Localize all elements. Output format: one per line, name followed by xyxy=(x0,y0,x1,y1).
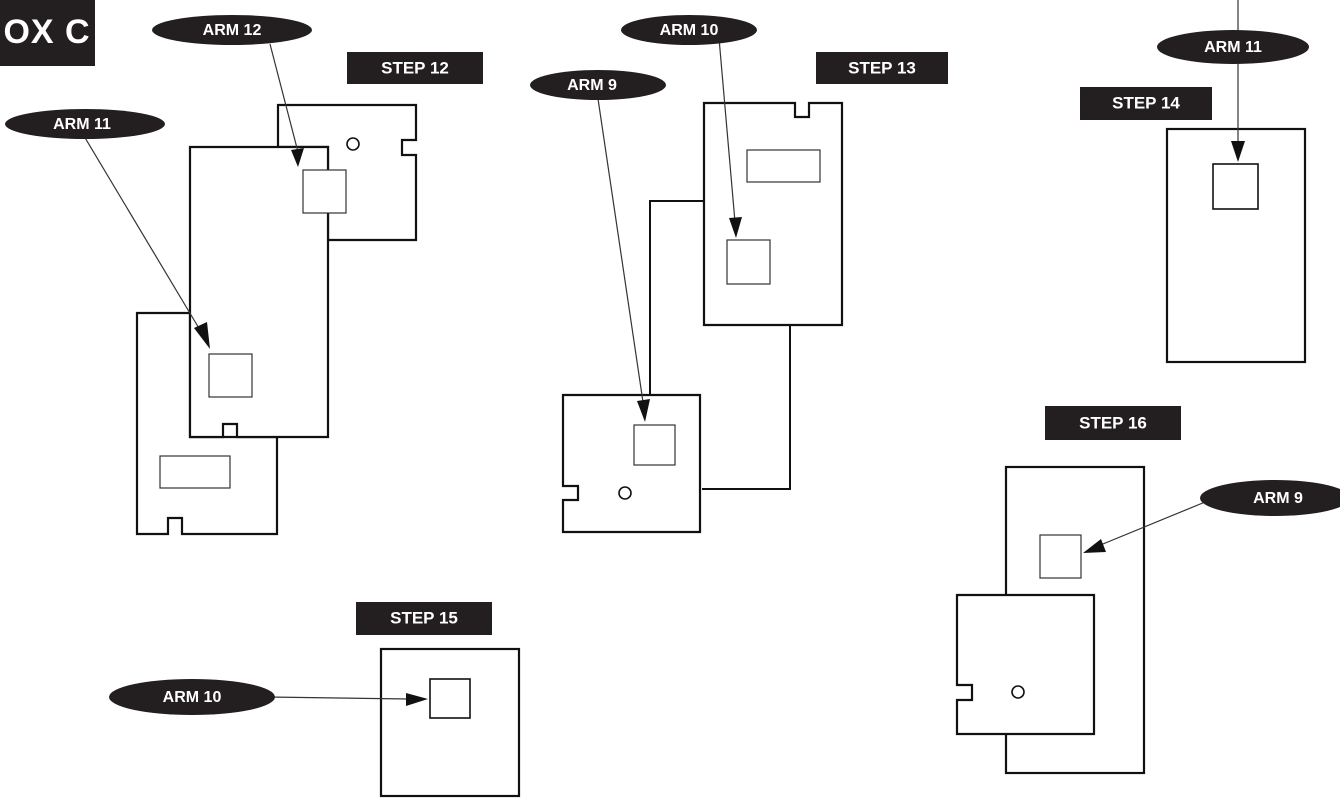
step-14-label-background xyxy=(1080,87,1212,120)
step-16-group: STEP 16 ARM 9 xyxy=(955,406,1340,775)
step-16-arm9-module xyxy=(1039,534,1082,579)
step-12-arm12-leader xyxy=(269,43,299,153)
step-13-arm10-label: ARM 10 xyxy=(660,22,719,39)
step-16-front-board-hole xyxy=(1011,685,1025,699)
step-15-group: STEP 15 ARM 10 xyxy=(109,602,521,798)
step-15-label-background xyxy=(356,602,492,635)
step-12-group: STEP 12 ARM 12 ARM 11 xyxy=(5,15,483,536)
step-16-arm9-arrow xyxy=(1083,539,1106,553)
step-13-arm9-badge xyxy=(530,70,666,100)
step-12-label: STEP 12 xyxy=(381,58,449,77)
step-12-arm11-badge xyxy=(5,109,165,139)
step-16-arm9-label: ARM 9 xyxy=(1253,490,1303,507)
step-12-arm12-arrow xyxy=(291,148,304,167)
step-13-arm10-badge xyxy=(621,15,757,45)
step-13-arm9-module xyxy=(633,424,676,466)
step-13-lower-board xyxy=(561,393,702,534)
step-13-group: STEP 13 ARM 10 ARM 9 xyxy=(530,15,948,534)
step-14-arm11-label: ARM 11 xyxy=(1204,39,1262,56)
step-16-arm9-leader xyxy=(1097,499,1211,547)
step-12-arm12-badge xyxy=(152,15,312,45)
step-13-arm10-arrow xyxy=(729,217,742,238)
step-16-front-board xyxy=(955,593,1096,736)
step-12-lower-board-slot xyxy=(159,455,231,489)
step-15-label: STEP 15 xyxy=(390,608,458,627)
step-16-label-background xyxy=(1045,406,1181,440)
step-12-arm11-label: ARM 11 xyxy=(53,116,111,133)
step-13-arm9-leader xyxy=(596,91,644,403)
step-13-cable-right xyxy=(702,325,791,490)
step-12-arm11-arrow xyxy=(194,322,210,349)
step-13-label-background xyxy=(816,52,948,84)
step-15-arm10-arrow xyxy=(406,693,428,706)
step-15-arm10-module xyxy=(429,678,471,719)
step-12-arm11-leader xyxy=(77,125,201,331)
box-title-background xyxy=(0,0,95,66)
step-14-label: STEP 14 xyxy=(1112,93,1180,112)
step-14-group: STEP 14 ARM 11 xyxy=(1080,0,1309,364)
step-13-label: STEP 13 xyxy=(848,58,916,77)
step-12-arm12-label: ARM 12 xyxy=(203,22,262,39)
step-15-arm10-label: ARM 10 xyxy=(163,689,222,706)
step-15-arm10-leader xyxy=(267,696,411,700)
step-12-arm11-module xyxy=(208,353,253,398)
step-12-upper-board-hole xyxy=(346,137,360,151)
step-13-arm10-leader xyxy=(718,37,736,223)
step-14-arm11-badge xyxy=(1157,30,1309,64)
step-16-arm9-badge xyxy=(1200,480,1340,516)
step-12-arm12-module xyxy=(302,169,347,214)
step-15-arm10-badge xyxy=(109,679,275,715)
step-13-arm9-label: ARM 9 xyxy=(567,77,617,94)
box-title-text: OX C xyxy=(3,13,90,51)
step-14-arm11-arrow xyxy=(1231,141,1245,162)
box-title-badge: OX C xyxy=(0,0,95,66)
step-13-arm9-arrow xyxy=(637,399,650,422)
step-15-board xyxy=(379,647,521,798)
step-13-cable-left xyxy=(649,200,704,395)
step-14-arm11-module xyxy=(1212,163,1259,210)
step-13-upper-board-slot xyxy=(746,149,821,183)
step-16-label: STEP 16 xyxy=(1079,413,1147,432)
step-13-arm10-module xyxy=(726,239,771,285)
step-13-upper-board xyxy=(702,101,844,327)
step-12-label-background xyxy=(347,52,483,84)
step-13-lower-board-hole xyxy=(618,486,632,500)
